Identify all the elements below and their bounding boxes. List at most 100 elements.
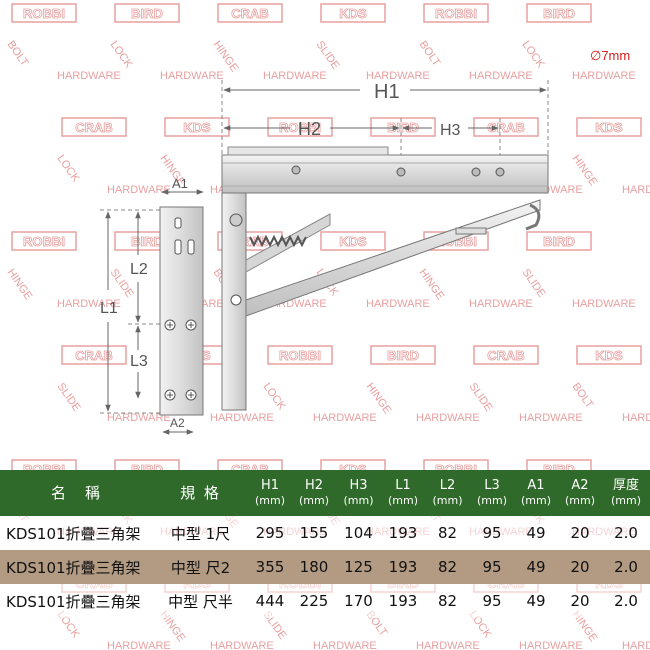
label-h2: H2 <box>298 119 321 139</box>
svg-text:BIRD: BIRD <box>543 6 575 21</box>
header-l2: L2(mm) <box>425 470 470 516</box>
label-l2: L2 <box>130 261 148 278</box>
svg-text:ROBBI: ROBBI <box>279 120 321 135</box>
watermark-stamp: BIRD <box>370 345 436 365</box>
header-spec: 規 格 <box>153 470 248 516</box>
cell-h1: 444 <box>248 584 292 618</box>
watermark-hardware: HARDWARE <box>572 70 636 82</box>
header-a1: A1(mm) <box>514 470 558 516</box>
cell-l2: 82 <box>425 584 470 618</box>
dimension-h1: H1 <box>223 81 547 103</box>
cell-l2: 82 <box>425 516 470 550</box>
cell-spec: 中型 尺2 <box>153 550 248 584</box>
cell-h2: 155 <box>292 516 336 550</box>
svg-text:BIRD: BIRD <box>131 234 163 249</box>
watermark-hardware: HARDWARE <box>160 70 224 82</box>
cell-l2: 82 <box>425 550 470 584</box>
header-h1: H1(mm) <box>248 470 292 516</box>
table-row: KDS101折疊三角架 中型 尺2 355 180 125 193 82 95 … <box>0 550 650 584</box>
svg-text:BIRD: BIRD <box>131 6 163 21</box>
cell-spec: 中型 尺半 <box>153 584 248 618</box>
svg-text:BIRD: BIRD <box>543 234 575 249</box>
svg-text:KDS: KDS <box>339 234 367 249</box>
svg-text:ROBBI: ROBBI <box>23 234 65 249</box>
header-h3: H3(mm) <box>336 470 381 516</box>
watermark-hardware: HARDWARE <box>210 640 274 650</box>
watermark-stamp: KDS <box>320 3 386 23</box>
watermark-hardware: HARDWARE <box>572 298 636 310</box>
watermark-hardware: HARDWARE <box>107 412 171 424</box>
cell-h1: 295 <box>248 516 292 550</box>
watermark-stamp: BIRD <box>114 3 180 23</box>
watermark-hardware: HARDWARE <box>519 412 583 424</box>
watermark-hardware: HARDWARE <box>416 412 480 424</box>
cell-h3: 125 <box>336 550 381 584</box>
cell-a1: 49 <box>514 516 558 550</box>
wall-plate-front-view <box>159 206 204 416</box>
watermark-hardware: HARDWARE <box>313 640 377 650</box>
watermark-stamp: BIRD <box>526 3 592 23</box>
table-row: KDS101折疊三角架 中型 尺半 444 225 170 193 82 95 … <box>0 584 650 618</box>
cell-h1: 355 <box>248 550 292 584</box>
cell-a2: 20 <box>558 516 602 550</box>
dimension-l1: L1 <box>100 211 118 412</box>
svg-text:KDS: KDS <box>183 120 211 135</box>
svg-text:ROBBI: ROBBI <box>435 6 477 21</box>
cell-l3: 95 <box>470 584 514 618</box>
dimension-l2: L2 <box>130 211 148 323</box>
label-l1: L1 <box>100 300 118 317</box>
dimension-h3: H3 <box>402 122 499 139</box>
label-l3: L3 <box>130 353 148 370</box>
header-h2: H2(mm) <box>292 470 336 516</box>
cell-name: KDS101折疊三角架 <box>0 584 153 618</box>
cell-h3: 104 <box>336 516 381 550</box>
dimension-a1: A1 <box>161 176 204 195</box>
watermark-stamp: CRAB <box>217 3 283 23</box>
watermark-stamp: CRAB <box>61 117 127 137</box>
label-a2: A2 <box>170 416 185 430</box>
header-l1: L1(mm) <box>381 470 425 516</box>
svg-text:KDS: KDS <box>339 6 367 21</box>
header-thickness: 厚度(mm) <box>602 470 650 516</box>
watermark-stamp: KDS <box>576 345 642 365</box>
cell-l3: 95 <box>470 550 514 584</box>
cell-a2: 20 <box>558 550 602 584</box>
svg-text:ROBBI: ROBBI <box>279 348 321 363</box>
watermark-hardware: HARDWARE <box>107 184 171 196</box>
svg-text:CRAB: CRAB <box>75 348 113 363</box>
hole-diameter-note: ∅7mm <box>590 48 630 63</box>
watermark-stamp: BIRD <box>526 231 592 251</box>
watermark-hardware: HARDWARE <box>469 70 533 82</box>
cell-name: KDS101折疊三角架 <box>0 516 153 550</box>
watermark-stamp: ROBBI <box>11 3 77 23</box>
svg-text:CRAB: CRAB <box>75 120 113 135</box>
bracket-side-view <box>221 146 549 411</box>
watermark-stamp: CRAB <box>473 117 539 137</box>
svg-text:CRAB: CRAB <box>487 120 525 135</box>
cell-h2: 225 <box>292 584 336 618</box>
table-row: KDS101折疊三角架 中型 1尺 295 155 104 193 82 95 … <box>0 516 650 550</box>
cell-name: KDS101折疊三角架 <box>0 550 153 584</box>
cell-h3: 170 <box>336 584 381 618</box>
header-name: 名 稱 <box>0 470 153 516</box>
watermark-hardware: HARDWARE <box>366 298 430 310</box>
dimension-h2: H2 <box>223 119 400 139</box>
watermark-hardware: HARDWARE <box>622 640 650 650</box>
svg-text:KDS: KDS <box>595 348 623 363</box>
watermark-hardware: HARDWARE <box>263 70 327 82</box>
watermark-hardware: HARDWARE <box>210 412 274 424</box>
spec-table: 名 稱 規 格 H1(mm) H2(mm) H3(mm) L1(mm) L2(m… <box>0 470 650 618</box>
cell-l3: 95 <box>470 516 514 550</box>
cell-l1: 193 <box>381 584 425 618</box>
watermark-hardware: HARDWARE <box>416 640 480 650</box>
cell-thickness: 2.0 <box>602 516 650 550</box>
watermark-hardware: HARDWARE <box>313 412 377 424</box>
watermark-stamp: CRAB <box>61 345 127 365</box>
watermark-stamp: ROBBI <box>267 345 333 365</box>
cell-l1: 193 <box>381 516 425 550</box>
watermark-hardware: HARDWARE <box>57 298 121 310</box>
label-a1: A1 <box>172 176 188 191</box>
header-a2: A2(mm) <box>558 470 602 516</box>
cell-thickness: 2.0 <box>602 550 650 584</box>
